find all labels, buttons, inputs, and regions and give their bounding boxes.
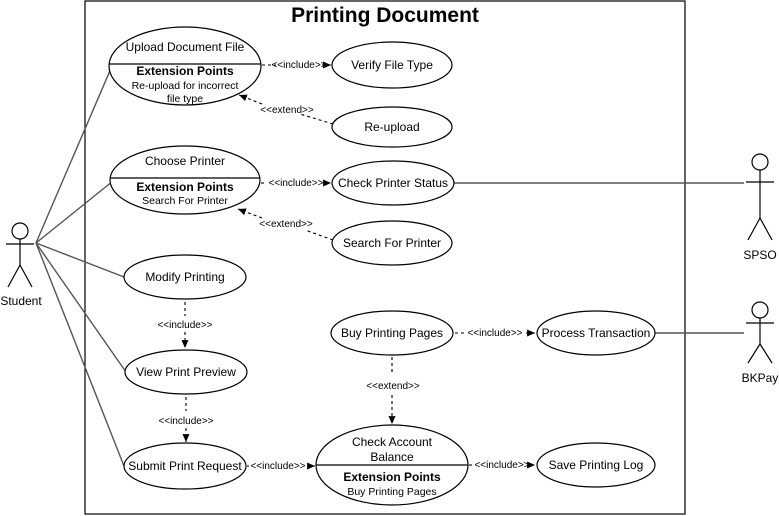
actor-bkpay-label: BKPay (742, 371, 779, 385)
use-case-check-printer-status: Check Printer Status (331, 160, 455, 206)
system-title: Printing Document (291, 4, 479, 27)
relation-modify-include-preview: <<include>> (157, 302, 213, 348)
use-case-reupload: Re-upload (331, 106, 453, 148)
svg-text:Process Transaction: Process Transaction (542, 326, 651, 340)
svg-text:<<extend>>: <<extend>> (366, 381, 420, 392)
relation-balance-include-savelog: <<include>> (469, 460, 535, 471)
svg-text:<<extend>>: <<extend>> (259, 219, 313, 230)
use-case-search-for-printer: Search For Printer (331, 220, 453, 266)
relation-buy-extend-balance: <<extend>> (366, 357, 420, 424)
use-case-view-print-preview: View Print Preview (124, 349, 248, 395)
svg-text:<<include>>: <<include>> (157, 320, 212, 331)
relation-buy-include-process: <<include>> (455, 328, 535, 339)
svg-text:Modify Printing: Modify Printing (145, 270, 224, 284)
use-case-modify-printing: Modify Printing (123, 254, 247, 300)
upload-ep-header: Extension Points (136, 64, 234, 78)
svg-text:Extension Points: Extension Points (136, 180, 234, 194)
use-case-choose-printer: Choose Printer Extension Points Search F… (109, 145, 261, 215)
relation-submit-include-balance: <<include>> (247, 461, 315, 472)
svg-text:View Print Preview: View Print Preview (136, 365, 236, 379)
svg-text:Buy Printing Pages: Buy Printing Pages (347, 486, 436, 498)
upload-ep-line1: Re-upload for incorrect (132, 80, 239, 92)
use-case-submit-print-request: Submit Print Request (123, 442, 247, 490)
svg-text:<<include>>: <<include>> (271, 60, 326, 71)
svg-text:Verify File Type: Verify File Type (351, 58, 433, 72)
svg-text:Save Printing Log: Save Printing Log (549, 458, 644, 472)
actor-spso: SPSO (743, 153, 777, 262)
actor-spso-label: SPSO (743, 248, 776, 262)
student-associations (35, 65, 127, 467)
svg-text:Re-upload: Re-upload (364, 120, 419, 134)
svg-text:Search For Printer: Search For Printer (142, 195, 228, 207)
use-case-process-transaction: Process Transaction (536, 310, 656, 356)
svg-text:Check Account: Check Account (352, 435, 433, 449)
svg-text:Choose Printer: Choose Printer (145, 154, 225, 168)
actor-student-label: Student (0, 294, 42, 308)
relation-search-extend-choose: <<extend>> (237, 208, 334, 241)
use-case-upload-document: Upload Document File Extension Points Re… (108, 26, 262, 106)
actor-bkpay: BKPay (742, 301, 779, 385)
use-case-check-account-balance: Check Account Balance Extension Points B… (315, 424, 469, 506)
actor-student: Student (0, 222, 42, 308)
svg-text:<<include>>: <<include>> (268, 178, 323, 189)
relation-choose-include-status: <<include>> (261, 178, 331, 189)
svg-text:<<extend>>: <<extend>> (260, 105, 314, 116)
use-case-buy-printing-pages: Buy Printing Pages (330, 310, 454, 356)
use-case-save-printing-log: Save Printing Log (536, 442, 656, 488)
use-case-verify-file-type: Verify File Type (331, 41, 453, 89)
relation-upload-include-verify: <<include>> (262, 60, 331, 71)
svg-text:Check Printer Status: Check Printer Status (338, 176, 448, 190)
relation-preview-include-submit: <<include>> (158, 397, 214, 442)
svg-text:Search For Printer: Search For Printer (343, 236, 441, 250)
upload-ep-line2: file type (167, 93, 203, 105)
upload-label: Upload Document File (126, 40, 245, 54)
svg-text:Submit Print Request: Submit Print Request (128, 459, 242, 473)
svg-text:Balance: Balance (370, 450, 414, 464)
relation-reupload-extend-upload: <<extend>> (238, 94, 334, 125)
svg-text:Buy Printing Pages: Buy Printing Pages (341, 326, 443, 340)
svg-text:<<include>>: <<include>> (474, 460, 529, 471)
svg-text:<<include>>: <<include>> (467, 328, 522, 339)
svg-text:<<include>>: <<include>> (250, 461, 305, 472)
svg-text:Extension Points: Extension Points (343, 470, 441, 484)
svg-text:<<include>>: <<include>> (158, 416, 213, 427)
